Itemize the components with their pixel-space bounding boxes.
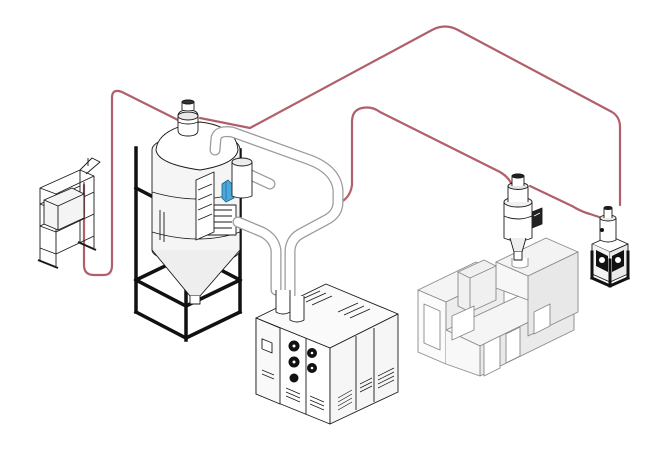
vacuum-loader-icon — [177, 99, 199, 137]
bulk-bag-unloader-icon — [37, 157, 101, 269]
frame-beam-base — [133, 309, 243, 340]
dryer-vents — [261, 367, 395, 411]
machine-mounted-loader-icon — [503, 173, 543, 261]
dust-filter-icon — [231, 157, 253, 199]
conveying-pipes — [82, 25, 622, 277]
injection-molding-machine-icon — [417, 237, 579, 377]
process-air-ducts — [209, 126, 344, 302]
hopper-inlet-connector — [221, 179, 235, 203]
drying-hopper-icon — [133, 121, 243, 342]
vacuum-pump-station-icon — [590, 206, 630, 288]
pipe-hopper-to-pump — [198, 25, 622, 207]
frame-beam-lower-front — [133, 277, 243, 308]
pipe-dryer-to-machine-loader — [333, 106, 514, 207]
pipe-unloader-to-hopper — [82, 89, 180, 277]
pipe-machine-loader-to-pump — [528, 184, 604, 220]
dehumidifying-dryer-icon — [255, 283, 399, 425]
